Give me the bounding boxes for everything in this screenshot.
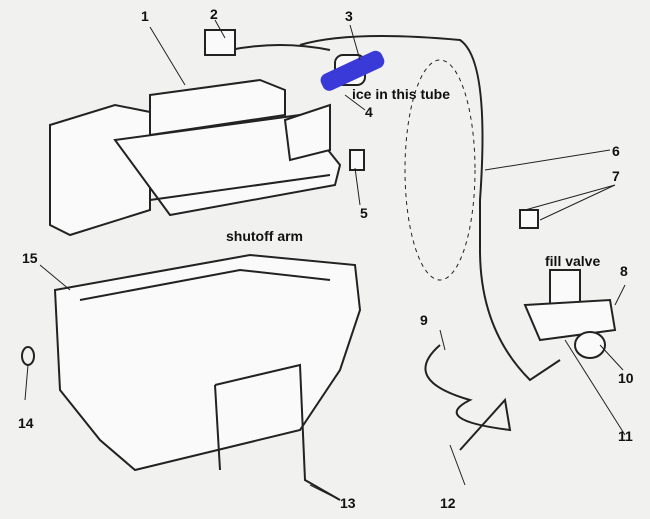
callout-15: 15	[22, 250, 38, 266]
water-line	[299, 35, 561, 382]
callout-1: 1	[141, 8, 149, 24]
ice-bin	[53, 253, 362, 472]
leader-lines	[24, 19, 626, 501]
callout-14: 14	[18, 415, 34, 431]
callout-6: 6	[612, 143, 620, 159]
callout-11: 11	[618, 428, 633, 444]
callout-5: 5	[360, 205, 368, 221]
callout-12: 12	[440, 495, 456, 511]
shutoff-arm-label: shutoff arm	[226, 228, 303, 244]
wire-harness	[229, 44, 331, 51]
callout-2: 2	[210, 6, 218, 22]
callout-3: 3	[345, 8, 353, 24]
fill-valve	[523, 269, 617, 359]
heater-wire	[424, 344, 512, 451]
shutoff-arm-wire	[214, 363, 341, 501]
ice-tube-label: ice in this tube	[352, 86, 451, 102]
callout-8: 8	[620, 263, 628, 279]
fill-valve-label: fill valve	[545, 253, 601, 269]
ice-tube	[320, 50, 385, 91]
ice-maker-body	[49, 78, 342, 237]
callout-9: 9	[420, 312, 428, 328]
callout-7: 7	[612, 168, 620, 184]
callout-10: 10	[618, 370, 634, 386]
callout-4: 4	[365, 104, 373, 120]
callout-13: 13	[340, 495, 356, 511]
